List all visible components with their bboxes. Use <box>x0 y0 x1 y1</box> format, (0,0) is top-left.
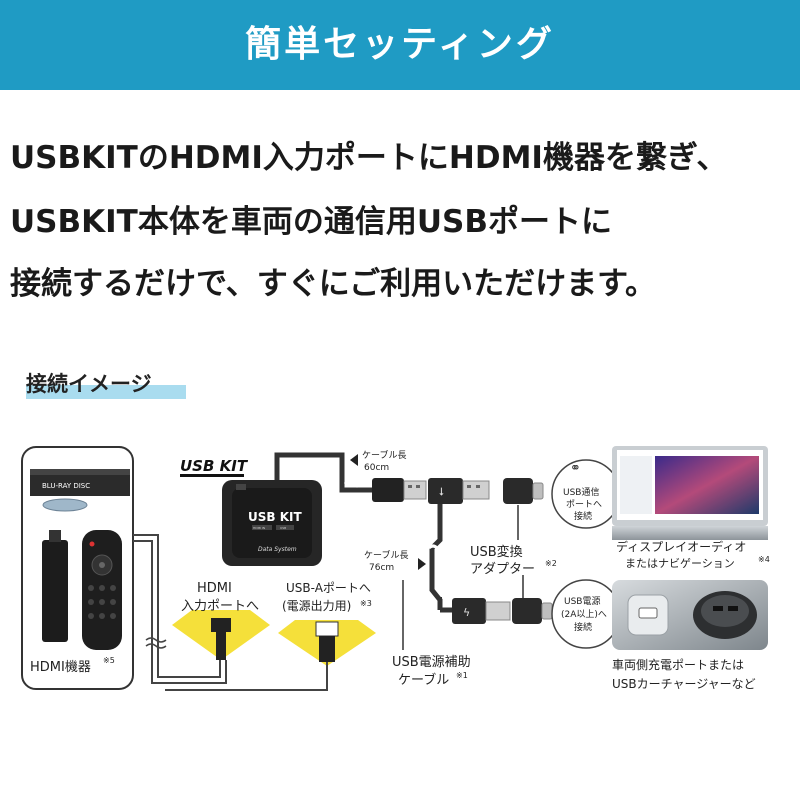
hdmi-devices-note: ※5 <box>103 656 115 665</box>
svg-text:USB KIT: USB KIT <box>180 457 249 475</box>
usb-a-plug-icon <box>372 478 427 502</box>
power-cable-label-2: ケーブル <box>398 672 449 688</box>
hdmi-devices-label: HDMI機器 <box>30 660 91 675</box>
svg-text:ケーブル長: ケーブル長 <box>362 449 406 461</box>
svg-text:ポートへ: ポートへ <box>566 499 602 510</box>
section-title-highlight <box>26 385 186 399</box>
power-cable-note: ※1 <box>456 671 468 680</box>
svg-text:(2A以上)へ: (2A以上)へ <box>561 609 607 620</box>
device-label: USB KIT <box>248 510 302 524</box>
hdmi-devices-box: BLU-RAY DISC HDMI機器 ※5 <box>21 446 134 690</box>
adapter-label-1: USB変換 <box>470 544 523 560</box>
svg-text:接続: 接続 <box>574 621 592 633</box>
usb-cable-60cm <box>274 452 372 493</box>
svg-text:76cm: 76cm <box>369 563 394 573</box>
port-small-right: USB <box>280 526 286 530</box>
display-label-1: ディスプレイオーディオ <box>616 539 746 554</box>
break-mark-icon <box>145 637 167 649</box>
hdmi-stick-icon <box>42 530 68 642</box>
power-port-bubble: USB電源 (2A以上)へ 接続 <box>551 579 621 649</box>
hdmi-input-cable <box>133 534 227 684</box>
comm-port-bubble: ⚭ USB通信 ポートへ 接続 <box>551 459 621 529</box>
hdmi-input-arrow <box>172 610 270 660</box>
hdmi-input-label-2: 入力ポートへ <box>181 599 259 614</box>
usb-symbol-icon: ⭣ <box>439 485 445 498</box>
port-small-left: HDMI IN <box>253 526 265 530</box>
remote-control-icon <box>82 530 122 650</box>
bluray-text: BLU-RAY DISC <box>42 482 90 490</box>
svg-text:接続: 接続 <box>574 510 592 522</box>
usb-symbol-icon: ⚭ <box>570 461 581 476</box>
display-audio-image <box>612 446 768 540</box>
svg-text:ケーブル長: ケーブル長 <box>364 549 408 561</box>
cable-length-60-label: ケーブル長 60cm <box>350 449 406 473</box>
display-note: ※4 <box>758 555 770 564</box>
svg-text:USB通信: USB通信 <box>563 486 599 498</box>
display-label-2: またはナビゲーション <box>625 557 735 570</box>
device-brand: Data System <box>258 546 297 553</box>
car-charger-image <box>612 580 768 650</box>
usbkit-logo: USB KIT <box>180 457 249 477</box>
usb-adapter-bottom <box>512 598 553 624</box>
svg-text:USB電源: USB電源 <box>564 596 600 607</box>
usbkit-device: USB KIT HDMI IN USB Data System <box>222 480 322 566</box>
adapter-note: ※2 <box>545 559 557 568</box>
cable-length-76-label: ケーブル長 76cm <box>364 549 426 573</box>
usba-label-1: USB-Aポートへ <box>286 581 371 595</box>
intro-line-2: USBKIT本体を車両の通信用USBポートに <box>10 204 612 240</box>
usba-note: ※3 <box>360 599 372 608</box>
power-cable-label-1: USB電源補助 <box>392 655 471 670</box>
intro-line-1: USBKITのHDMI入力ポートにHDMI機器を繋ぎ、 <box>10 140 728 176</box>
power-assist-cable: ⭣ ϟ <box>427 478 511 624</box>
charger-label-2: USBカーチャージャーなど <box>612 677 756 691</box>
header-banner <box>0 0 800 90</box>
intro-line-3: 接続するだけで、すぐにご利用いただけます。 <box>10 266 657 302</box>
bluray-player-icon: BLU-RAY DISC <box>30 469 130 512</box>
section-title: 接続イメージ <box>26 372 152 396</box>
usb-adapter-top <box>503 478 544 504</box>
charger-label-1: 車両側充電ポートまたは <box>612 657 744 672</box>
adapter-label-2: アダプター <box>470 562 535 577</box>
page-title: 簡単セッティング <box>245 24 555 65</box>
svg-text:60cm: 60cm <box>364 463 389 473</box>
hdmi-input-label-1: HDMI <box>197 581 232 596</box>
lightning-icon: ϟ <box>463 606 470 619</box>
usba-label-2: (電源出力用) <box>282 599 351 613</box>
usb-a-power-arrow <box>165 620 376 691</box>
